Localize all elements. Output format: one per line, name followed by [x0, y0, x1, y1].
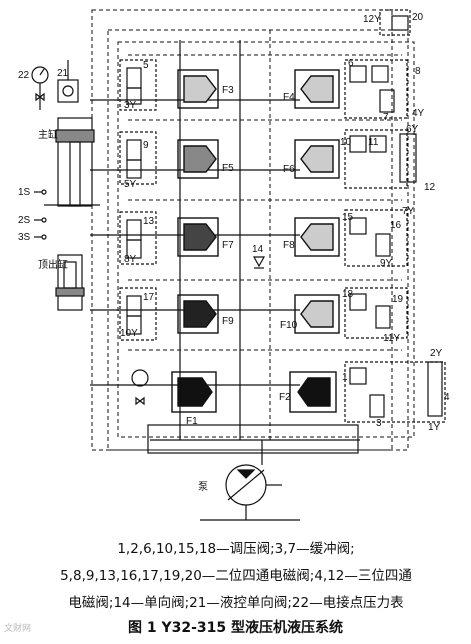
- label-1Y: 1Y: [428, 422, 441, 433]
- label-8Y: 8Y: [124, 254, 137, 265]
- label-15: 15: [342, 212, 354, 223]
- label-12Y: 12Y: [363, 14, 381, 25]
- label-6: 6: [348, 58, 354, 69]
- label-3Y: 3Y: [124, 100, 137, 111]
- valve-F2: [289, 371, 337, 413]
- label-8: 8: [415, 66, 421, 77]
- label-4Y: 4Y: [412, 108, 425, 119]
- limit-switches: [34, 189, 47, 240]
- main-cylinder-label: 主缸: [38, 128, 58, 141]
- label-7: 7: [383, 112, 389, 123]
- legend-line-2: 5,8,9,13,16,17,19,20—二位四通电磁阀;4,12—三位四通: [60, 568, 412, 584]
- ejector-cylinder-label: 顶出缸: [38, 258, 68, 271]
- label-18: 18: [342, 289, 354, 300]
- valve-F3: [177, 69, 219, 109]
- label-11: 11: [368, 137, 379, 148]
- cartridge-valves: [171, 69, 340, 413]
- valve-F10: [294, 294, 340, 334]
- label-19: 19: [392, 294, 404, 305]
- label-12: 12: [424, 182, 436, 193]
- label-3: 3: [376, 418, 382, 429]
- label-10Y: 10Y: [120, 328, 138, 339]
- pump-label: 泵: [198, 481, 208, 493]
- hydraulic-schematic: 主缸 顶出缸 泵 F3 F4 F5 F6 F7 F8 F9 F10 F1 F2 …: [18, 9, 450, 521]
- label-2S: 2S: [18, 215, 31, 226]
- valve-F4: [294, 69, 340, 109]
- valve-F8: [294, 217, 340, 257]
- label-5Y: 5Y: [124, 179, 137, 190]
- label-1: 1: [342, 372, 348, 383]
- label-F7: F7: [222, 240, 234, 251]
- left-solenoid-cells: [126, 67, 142, 335]
- label-2Y: 2Y: [430, 348, 443, 359]
- label-9Y: 9Y: [380, 258, 393, 269]
- label-F1: F1: [186, 416, 198, 427]
- check-valve-14: [252, 256, 266, 269]
- valve-F9: [177, 294, 219, 334]
- label-F5: F5: [222, 163, 234, 174]
- label-1S: 1S: [18, 187, 31, 198]
- valve-F6: [294, 139, 340, 179]
- label-F9: F9: [222, 316, 234, 327]
- label-F10: F10: [280, 320, 298, 331]
- label-5: 5: [143, 60, 149, 71]
- label-22: 22: [18, 70, 30, 81]
- label-17: 17: [143, 292, 155, 303]
- label-F2: F2: [279, 392, 291, 403]
- label-13: 13: [143, 216, 155, 227]
- right-valve-cells: [349, 15, 443, 418]
- check-valve-21: [57, 60, 79, 103]
- label-F3: F3: [222, 85, 234, 96]
- label-10: 10: [340, 137, 352, 148]
- main-cylinder: [44, 117, 100, 207]
- pressure-gauge-lower: [131, 369, 149, 406]
- legend-line-1: 1,2,6,10,15,18—调压阀;3,7—缓冲阀;: [117, 541, 355, 557]
- right-control-blocks: [344, 9, 446, 423]
- valve-F1: [171, 371, 217, 413]
- label-F8: F8: [283, 240, 295, 251]
- label-16: 16: [390, 220, 402, 231]
- pressure-gauge-22: [31, 66, 49, 110]
- legend-line-3: 电磁阀;14—单向阀;21—液控单向阀;22—电接点压力表: [68, 595, 404, 611]
- valve-F7: [177, 217, 219, 257]
- valve-F5: [177, 139, 219, 179]
- label-7Y: 7Y: [402, 206, 415, 217]
- label-14: 14: [252, 244, 264, 255]
- label-F4: F4: [283, 92, 295, 103]
- pump: [200, 464, 300, 521]
- label-11Y: 11Y: [383, 333, 400, 344]
- label-F6: F6: [283, 164, 295, 175]
- figure-caption: 图 1 Y32-315 型液压机液压系统: [127, 620, 344, 636]
- label-21: 21: [57, 68, 69, 79]
- label-4: 4: [444, 392, 450, 403]
- left-solenoid-valves: [119, 59, 157, 341]
- watermark: 文财网: [4, 624, 32, 634]
- label-20: 20: [412, 12, 424, 23]
- ejector-cylinder: [55, 254, 85, 311]
- label-3S: 3S: [18, 232, 31, 243]
- label-9: 9: [143, 140, 149, 151]
- label-6Y: 6Y: [406, 124, 419, 135]
